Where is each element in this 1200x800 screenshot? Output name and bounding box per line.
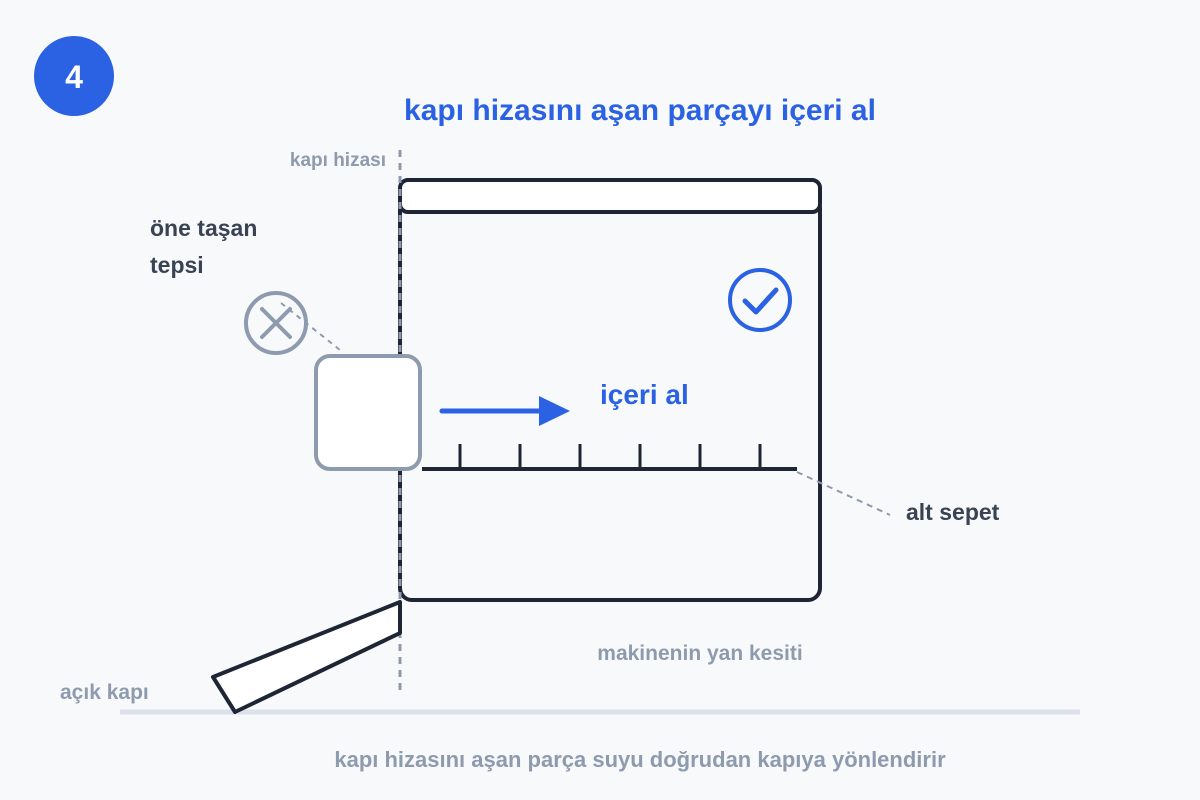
open-door: [211, 600, 402, 714]
open-door-label: açık kapı: [60, 681, 149, 704]
step-badge: 4: [34, 36, 114, 116]
overhang-tray-label-2: tepsi: [150, 252, 204, 278]
right-arrow-icon: [439, 396, 570, 426]
caption: kapı hizasını aşan parça suyu doğrudan k…: [334, 747, 946, 772]
lower-basket-label: alt sepet: [906, 499, 1000, 525]
push-in-label: içeri al: [600, 379, 689, 410]
cross-circle-icon: [244, 291, 308, 355]
door-line-label: kapı hizası: [290, 150, 386, 171]
step-number: 4: [65, 59, 83, 95]
machine-top-cap: [398, 178, 822, 214]
page-title: kapı hizasını aşan parçayı içeri al: [404, 94, 876, 127]
lower-basket: [422, 444, 797, 471]
overhang-tray: [314, 354, 422, 471]
overhang-tray-label: öne taşan: [150, 215, 257, 241]
check-circle-icon: [728, 268, 792, 332]
side-section-label: makinenin yan kesiti: [597, 642, 802, 665]
